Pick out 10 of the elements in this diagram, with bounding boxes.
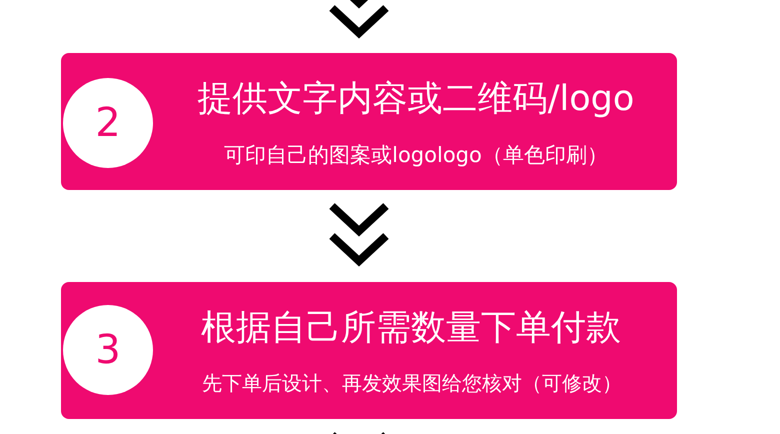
step-number: 3 bbox=[95, 327, 121, 373]
step-title: 提供文字内容或二维码/logo bbox=[196, 78, 636, 121]
step-description: 可印自己的图案或logologo（单色印刷） bbox=[223, 142, 609, 169]
step-box bbox=[61, 53, 677, 190]
step-number: 2 bbox=[95, 100, 121, 146]
step-box bbox=[61, 282, 677, 419]
step-description: 先下单后设计、再发效果图给您核对（可修改） bbox=[201, 370, 623, 397]
chevron-arrow bbox=[328, 0, 390, 38]
chevron-arrow bbox=[328, 202, 390, 266]
step-title: 根据自己所需数量下单付款 bbox=[200, 307, 622, 350]
